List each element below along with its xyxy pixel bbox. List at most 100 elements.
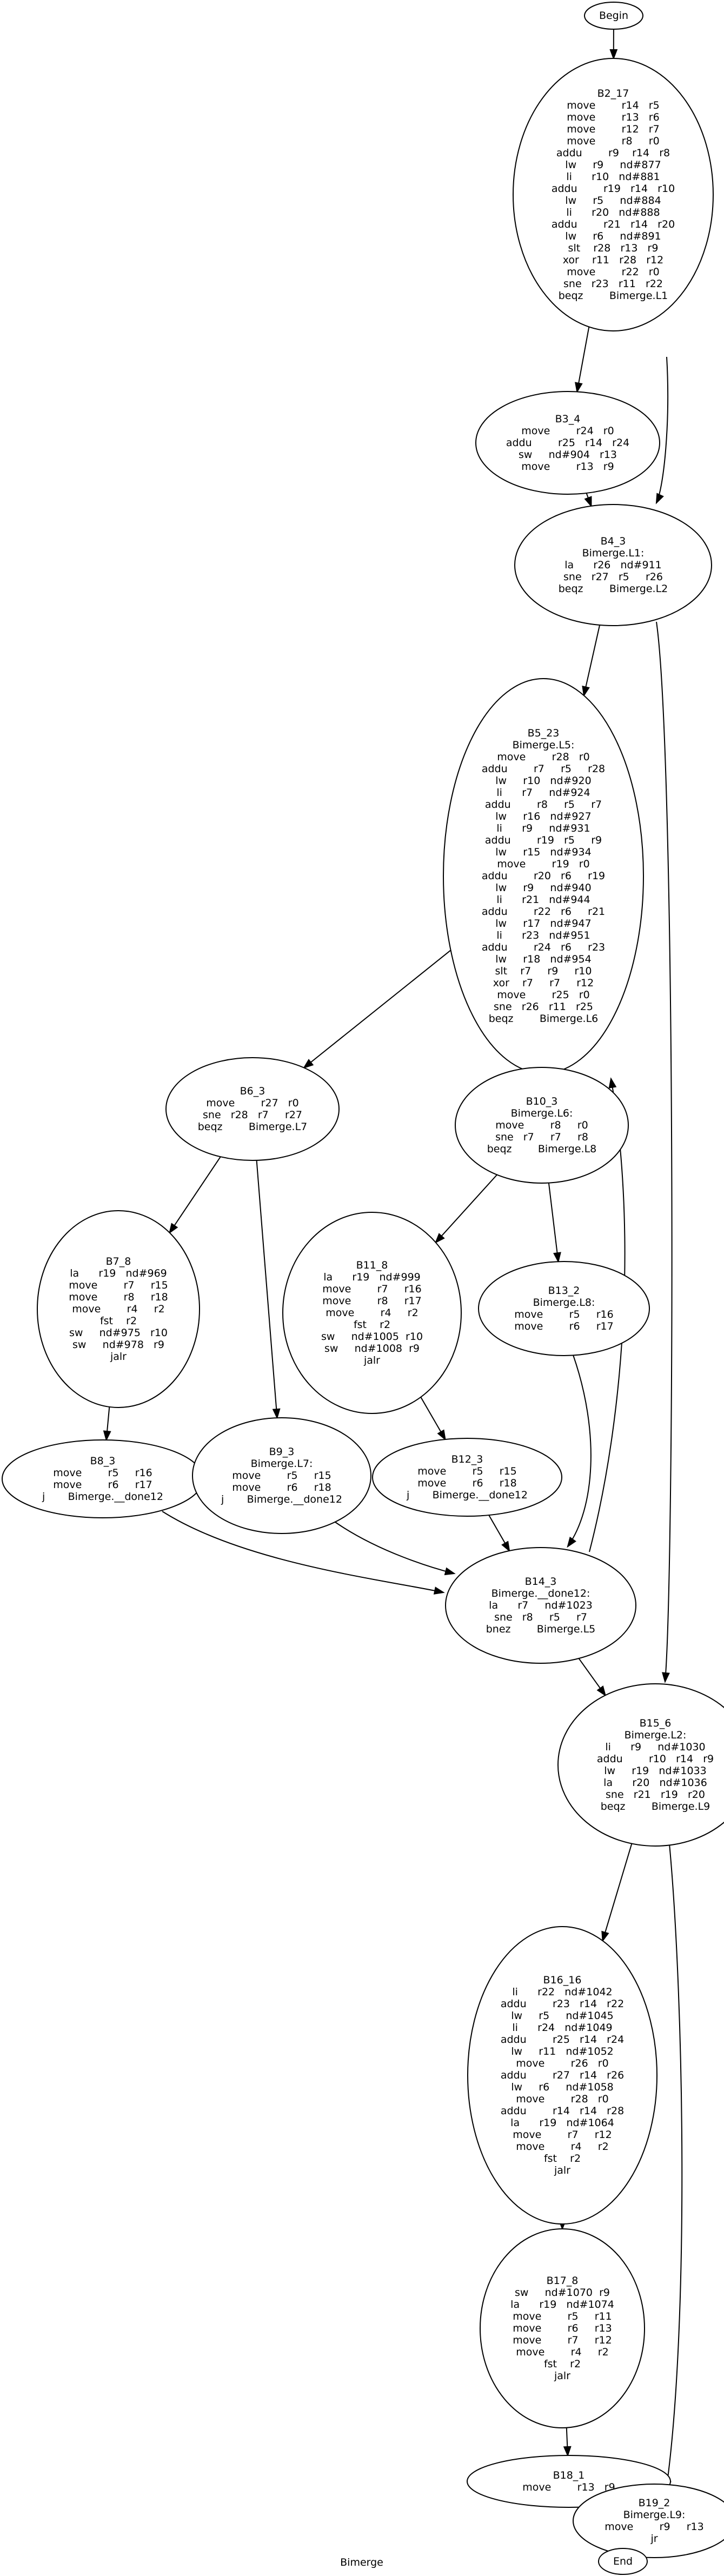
edge-line (488, 1515, 506, 1545)
node-label: B9_3 (269, 1446, 295, 1458)
node-instruction: move r8 r0 (495, 1119, 588, 1131)
edge-B7_8-to-B8_3 (103, 1406, 111, 1442)
node-instruction: move r13 r9 (521, 461, 614, 473)
edge-B17_8-to-B18_1 (563, 2427, 572, 2457)
node-instruction: jalr (554, 2165, 570, 2176)
node-instruction: move r27 r0 (206, 1097, 298, 1109)
edge-arrowhead (601, 1930, 609, 1942)
edge-B15_6-to-B16_16 (601, 1843, 633, 1942)
node-shape (573, 2484, 724, 2558)
node-instruction: addu r8 r5 r7 (485, 799, 602, 811)
edge-arrowhead (584, 496, 592, 508)
node-instruction: lw r16 nd#927 (495, 811, 591, 822)
node-shape (282, 1212, 462, 1414)
node-shape (37, 1210, 200, 1408)
node-instruction: li r24 nd#1049 (512, 2022, 612, 2034)
edge-Begin-to-B2_17 (609, 29, 618, 60)
edge-line (566, 2427, 568, 2448)
node-label: B12_3 (451, 1453, 483, 1465)
edge-B2_17-to-B3_4 (575, 327, 590, 394)
node-instruction: xor r7 r7 r12 (493, 977, 594, 989)
node-instruction: move r6 r13 (513, 2322, 612, 2334)
edge-line (106, 1406, 110, 1433)
edge-B10_3-to-B13_2 (548, 1183, 561, 1264)
node-instruction: la r19 nd#1074 (510, 2299, 614, 2311)
node-instruction: addu r19 r5 r9 (485, 834, 602, 846)
node-instruction: move r7 r12 (513, 2334, 612, 2346)
node-instruction: sne r26 r11 r25 (494, 1001, 593, 1013)
node-instruction: li r9 nd#1030 (605, 1741, 705, 1753)
edge-B5_23-to-B6_3 (303, 950, 451, 1069)
node-label: B4_3 (601, 535, 626, 547)
node-instruction: fst r2 (354, 1319, 390, 1331)
node-instruction: lw r17 nd#947 (495, 918, 591, 930)
node-label: B7_8 (106, 1256, 131, 1267)
edge-arrowhead (655, 493, 664, 504)
node-instruction: beqz Bimerge.L6 (489, 1013, 599, 1025)
node-label: B11_8 (356, 1259, 388, 1271)
edge-line (584, 625, 601, 688)
node-instruction: j Bimerge.__done12 (42, 1491, 163, 1503)
node-instruction: lw r5 nd#884 (565, 195, 661, 207)
node-instruction: j Bimerge.__done12 (406, 1489, 528, 1501)
node-label: B2_17 (597, 88, 629, 99)
edge-line (548, 1183, 558, 1254)
edge-arrowhead (169, 1223, 178, 1234)
node-instruction: addu r10 r14 r9 (597, 1753, 714, 1765)
edge-line (656, 356, 669, 503)
node-instruction: addu r21 r14 r20 (552, 218, 675, 230)
edge-line (656, 621, 673, 1682)
node-label: Begin (599, 10, 628, 22)
node-instruction: sne r8 r5 r7 (494, 1611, 587, 1623)
node-instruction: Bimerge.L2: (625, 1729, 687, 1741)
node-instruction: la r7 nd#1023 (489, 1599, 593, 1611)
node-label: B8_3 (90, 1455, 116, 1467)
node-Begin[interactable]: Begin (584, 2, 643, 30)
node-instruction: addu r14 r14 r28 (501, 2105, 624, 2117)
node-instruction: lw r6 nd#1058 (511, 2081, 614, 2093)
node-instruction: fst r2 (544, 2153, 581, 2165)
node-End[interactable]: End (598, 2548, 648, 2575)
node-shape (475, 391, 660, 495)
node-instruction: Bimerge.L7: (251, 1458, 313, 1470)
edge-B6_3-to-B9_3 (256, 1160, 281, 1419)
node-instruction: move r7 r12 (513, 2129, 612, 2141)
node-instruction: Bimerge.L1: (582, 547, 645, 559)
node-instruction: Bimerge.L9: (623, 2509, 686, 2521)
node-label: B5_23 (528, 727, 560, 739)
node-instruction: la r19 nd#999 (323, 1271, 421, 1283)
edge-line (420, 1397, 442, 1433)
edge-B11_8-to-B12_3 (420, 1397, 446, 1441)
node-instruction: li r21 nd#944 (496, 894, 590, 906)
node-instruction: li r23 nd#951 (496, 930, 590, 941)
edge-line (162, 1511, 444, 1593)
node-shape (598, 2548, 648, 2575)
edge-line (604, 1843, 633, 1934)
node-shape (467, 1926, 657, 2225)
edge-B4_3-to-B15_6 (656, 621, 673, 1683)
node-label: B3_4 (555, 413, 581, 425)
node-instruction: move r5 r16 (514, 1309, 613, 1320)
node-instruction: beqz Bimerge.L7 (198, 1121, 308, 1133)
node-instruction: jalr (363, 1355, 380, 1366)
node-instruction: sw nd#975 r10 (69, 1327, 168, 1339)
node-instruction: addu r22 r6 r21 (482, 906, 605, 918)
